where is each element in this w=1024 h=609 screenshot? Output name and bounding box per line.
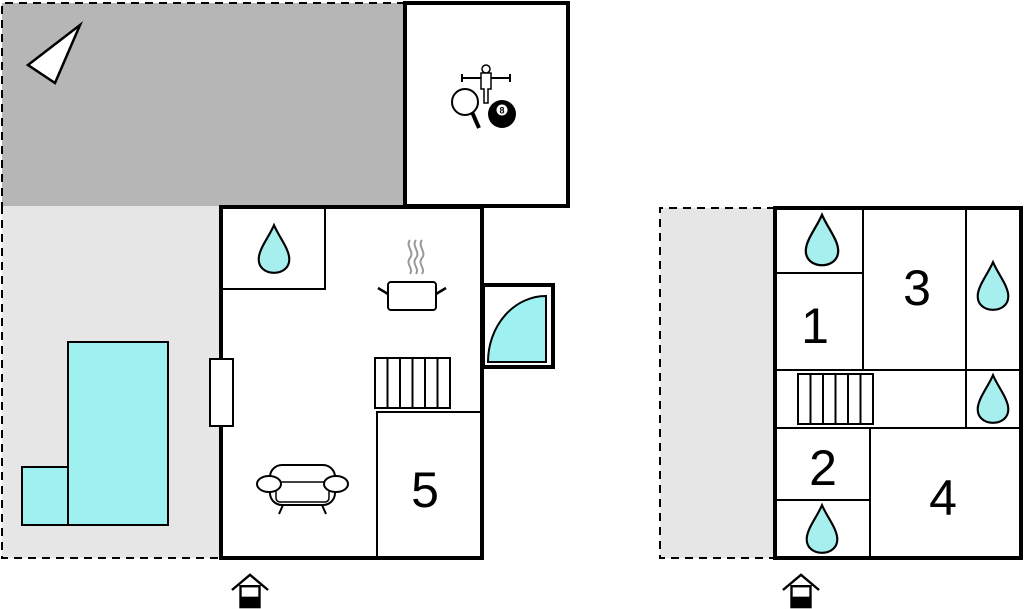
room-5 [376, 411, 482, 558]
room-4-label: 4 [929, 470, 957, 526]
room-5-label: 5 [411, 462, 439, 518]
games-room [403, 1, 570, 208]
north-arrow-icon [25, 21, 84, 85]
upper-terrace-border [659, 207, 775, 559]
bathroom-ground [221, 207, 326, 290]
entrance-icon [230, 573, 270, 609]
bathroom-water-icon [257, 223, 291, 275]
stairs-icon [797, 373, 874, 425]
entrance-icon [781, 573, 821, 609]
pool-main [67, 341, 169, 526]
room-3-label: 3 [903, 260, 931, 316]
upper-terrace [660, 208, 775, 558]
room-2-label: 2 [809, 440, 837, 496]
terrace-dark-border [1, 2, 405, 206]
terrace-dark [2, 3, 405, 206]
upper-partitions [776, 208, 1020, 557]
svg-text:8: 8 [499, 106, 504, 116]
sofa-icon [256, 464, 349, 515]
kitchen-pot-icon [377, 239, 447, 311]
terrace-light-border [1, 206, 221, 559]
games-icon: 8 [451, 64, 516, 129]
room-1-label: 1 [801, 298, 829, 354]
shower-icon [486, 294, 547, 363]
window [209, 358, 234, 427]
pool-step [21, 466, 69, 526]
stairs-icon [374, 357, 451, 409]
